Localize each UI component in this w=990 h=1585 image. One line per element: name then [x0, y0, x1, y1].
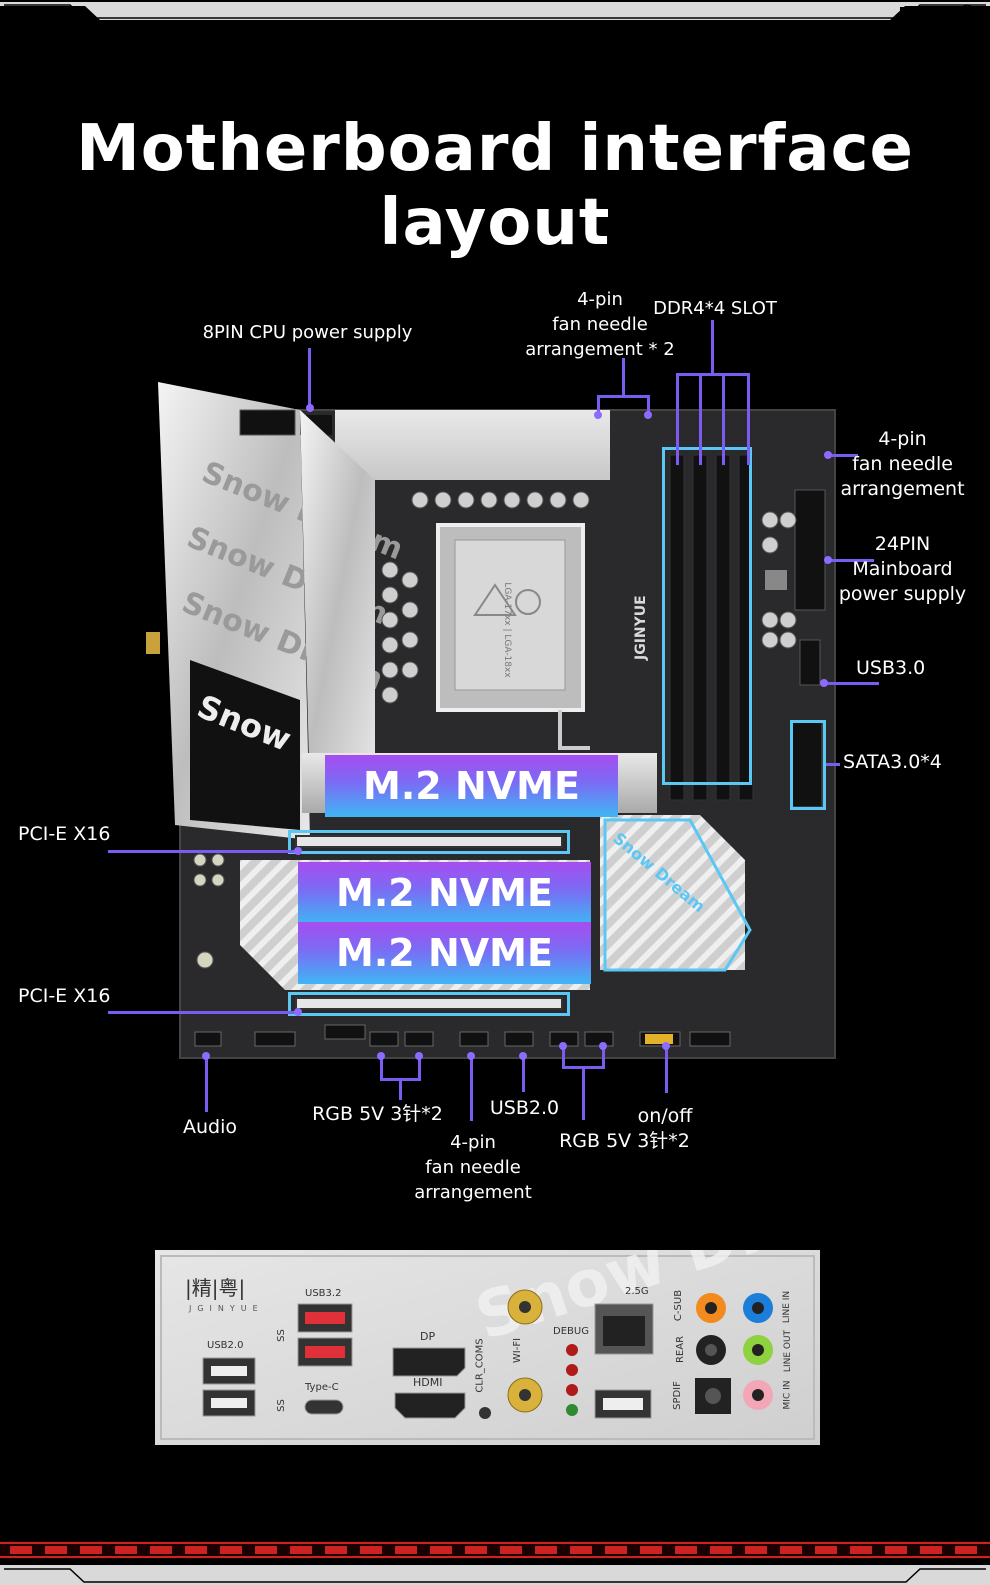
- dot-audio: [202, 1052, 210, 1060]
- label-fan-bottom: 4-pin fan needle arrangement: [414, 1132, 532, 1203]
- io-hdmi-label: HDMI: [413, 1376, 443, 1389]
- label-onoff: on/off: [637, 1105, 693, 1127]
- dot-24pin: [824, 556, 832, 564]
- leader-fan-top-l: [597, 395, 600, 415]
- m2-nvme-slot-1: M.2 NVME: [325, 755, 618, 817]
- leader-sata: [826, 763, 840, 766]
- leader-ddr4-bar: [676, 373, 750, 376]
- io-usb20-label: USB2.0: [207, 1340, 244, 1351]
- io-lan-label: 2.5G: [625, 1286, 649, 1297]
- ddr4-slot-highlight: [662, 447, 752, 785]
- sata-highlight: [790, 720, 826, 810]
- label-audio: Audio: [182, 1116, 237, 1138]
- label-ddr4: DDR4*4 SLOT: [653, 298, 777, 319]
- dot-pcie-1: [294, 847, 302, 855]
- leader-ddr4-3: [722, 373, 725, 465]
- m2-nvme-slot-3: M.2 NVME: [298, 922, 591, 984]
- leader-rgb-l-1: [380, 1056, 383, 1080]
- label-sata: SATA3.0*4: [843, 751, 942, 773]
- io-clr-cmos-label: CLR_COMS: [474, 1338, 486, 1393]
- io-spdif-label: SPDIF: [671, 1381, 683, 1410]
- pcie-slot-2: [295, 997, 563, 1010]
- leader-rgb-l: [399, 1078, 402, 1100]
- io-typec-label: Type-C: [305, 1382, 339, 1393]
- top-frame: [0, 2, 990, 20]
- leader-ddr4-2: [699, 373, 702, 465]
- leader-ddr4-4: [747, 373, 750, 465]
- leader-audio: [205, 1056, 208, 1112]
- io-mic-in-label: MIC IN: [782, 1380, 793, 1410]
- dot-rgb-l-2: [415, 1052, 423, 1060]
- io-line-in-label: LINE IN: [782, 1290, 793, 1324]
- leader-fan-bottom: [470, 1056, 473, 1121]
- leader-fan-top: [622, 358, 625, 395]
- label-pcie-1: PCI-E X16: [18, 823, 111, 845]
- dot-fan-bottom: [467, 1052, 475, 1060]
- io-brand: |精|粤|: [185, 1276, 246, 1300]
- io-ss-label-1: SS: [275, 1329, 287, 1342]
- dot-pcie-2: [294, 1008, 302, 1016]
- leader-rgb-r-2: [602, 1046, 605, 1068]
- leader-onoff: [665, 1046, 668, 1093]
- svg-text:JGINYUE: JGINYUE: [633, 595, 649, 661]
- pcie-slot-2-highlight: [288, 992, 570, 1016]
- leader-usb30: [824, 682, 879, 685]
- leader-usb20: [522, 1056, 525, 1092]
- dot-fan-right: [824, 451, 832, 459]
- dot-rgb-r-2: [599, 1042, 607, 1050]
- leader-pcie-2: [108, 1011, 298, 1014]
- io-csub-label: C-SUB: [673, 1289, 685, 1322]
- dot-fan-top-1: [594, 411, 602, 419]
- dot-rgb-l-1: [377, 1052, 385, 1060]
- label-rgb-left: RGB 5V 3针*2: [312, 1103, 443, 1125]
- io-rear-label: REAR: [675, 1335, 687, 1364]
- io-dp-label: DP: [420, 1330, 436, 1343]
- pcie-slot-1: [295, 835, 563, 848]
- leader-rgb-r-1: [562, 1046, 565, 1068]
- io-usb32-label: USB3.2: [305, 1288, 342, 1299]
- bottom-frame: [0, 1541, 990, 1585]
- leader-ddr4: [711, 320, 714, 375]
- motherboard-illustration: Snow Dream Snow Dream Snow Dream Snow LG…: [146, 382, 836, 1059]
- label-24pin: 24PIN Mainboard power supply: [838, 533, 967, 605]
- leader-rgb-r: [582, 1066, 585, 1120]
- io-wifi-label: WI-FI: [512, 1337, 524, 1364]
- dot-rgb-r-1: [559, 1042, 567, 1050]
- io-panel: Snow Dream |精|粤| JGINYUE USB2.0 USB3.2: [155, 1250, 820, 1445]
- dot-cpu-power: [306, 404, 314, 412]
- leader-fan-top-r: [647, 395, 650, 415]
- label-fan-right: 4-pin fan needle arrangement: [840, 428, 965, 500]
- dot-fan-top-2: [644, 411, 652, 419]
- dot-usb20: [519, 1052, 527, 1060]
- io-brand-sub: JGINYUE: [189, 1304, 264, 1313]
- leader-cpu-power: [308, 348, 311, 408]
- leader-fan-top-bar: [597, 395, 649, 398]
- io-ss-label-2: SS: [275, 1399, 287, 1412]
- label-cpu-power: 8PIN CPU power supply: [202, 322, 413, 343]
- leader-rgb-l-2: [418, 1056, 421, 1080]
- pcie-slot-1-highlight: [288, 830, 570, 854]
- label-rgb-right: RGB 5V 3针*2: [559, 1130, 690, 1152]
- leader-24pin: [828, 559, 874, 562]
- io-line-out-label: LINE OUT: [783, 1329, 794, 1373]
- dot-onoff: [662, 1042, 670, 1050]
- label-usb20: USB2.0: [489, 1097, 560, 1119]
- io-debug-label: DEBUG: [553, 1326, 589, 1337]
- leader-fan-right: [828, 454, 858, 457]
- label-pcie-2: PCI-E X16: [18, 985, 111, 1007]
- label-usb30: USB3.0: [856, 657, 926, 679]
- m2-nvme-slot-2: M.2 NVME: [298, 862, 591, 924]
- dot-usb30: [820, 679, 828, 687]
- svg-text:LGA-17xx | LGA-18xx: LGA-17xx | LGA-18xx: [502, 582, 512, 678]
- leader-ddr4-1: [676, 373, 679, 465]
- page-title: Motherboard interface layout: [76, 112, 914, 260]
- leader-pcie-1: [108, 850, 298, 853]
- label-fan-top: 4-pin fan needle arrangement * 2: [525, 289, 675, 360]
